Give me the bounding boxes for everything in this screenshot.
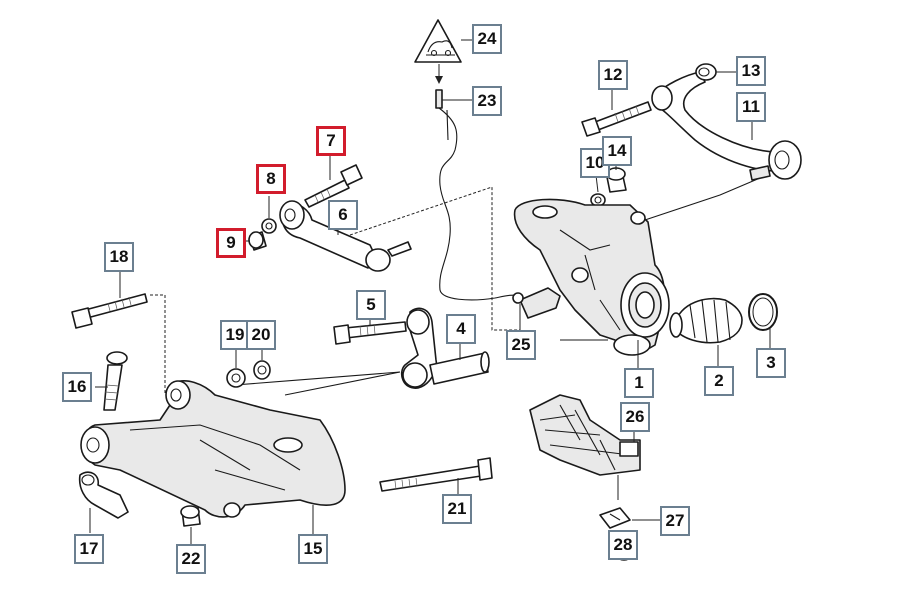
bolt-5 <box>333 321 407 345</box>
warning-car-icon <box>414 19 462 63</box>
washer-8 <box>261 218 277 234</box>
callout-23: 23 <box>472 86 502 116</box>
callout-12: 12 <box>598 60 628 90</box>
callout-21: 21 <box>442 494 472 524</box>
callout-5: 5 <box>356 290 386 320</box>
bolt-12 <box>581 101 652 137</box>
callout-8: 8 <box>256 164 286 194</box>
bolt-16 <box>103 351 128 411</box>
wheel-speed-sensor <box>512 287 561 319</box>
wheel-carrier <box>513 198 670 356</box>
callout-16: 16 <box>62 372 92 402</box>
callout-15: 15 <box>298 534 328 564</box>
callout-27: 27 <box>660 506 690 536</box>
callout-17: 17 <box>74 534 104 564</box>
callout-4: 4 <box>446 314 476 344</box>
callout-28: 28 <box>608 530 638 560</box>
callout-6: 6 <box>328 200 358 230</box>
callout-11: 11 <box>736 92 766 122</box>
clip-27 <box>599 507 631 529</box>
callout-3: 3 <box>756 348 786 378</box>
circlip <box>748 293 778 331</box>
toe-control-arm <box>279 200 412 272</box>
callout-14: 14 <box>602 136 632 166</box>
nut-13 <box>695 63 717 81</box>
callout-20: 20 <box>246 320 276 350</box>
sensor-cable <box>435 89 521 301</box>
upper-control-arm <box>651 71 802 181</box>
callout-2: 2 <box>704 366 734 396</box>
bolt-18 <box>71 293 148 329</box>
stabilizer-link <box>401 307 490 389</box>
cv-joint-boot <box>669 297 743 344</box>
callout-18: 18 <box>104 242 134 272</box>
callout-22: 22 <box>176 544 206 574</box>
washer-19 <box>226 368 246 388</box>
bolt-7 <box>304 164 363 208</box>
callout-13: 13 <box>736 56 766 86</box>
lower-control-arm <box>80 380 346 518</box>
callout-7: 7 <box>316 126 346 156</box>
wiring-harness <box>529 394 641 500</box>
bracket-17 <box>78 471 129 519</box>
nut-14 <box>605 167 627 193</box>
callout-24: 24 <box>472 24 502 54</box>
callout-26: 26 <box>620 402 650 432</box>
callout-25: 25 <box>506 330 536 360</box>
washer-20 <box>253 360 271 380</box>
bolt-21 <box>379 457 493 492</box>
nut-22 <box>180 505 201 527</box>
nut-9 <box>248 231 267 251</box>
callout-9: 9 <box>216 228 246 258</box>
callout-1: 1 <box>624 368 654 398</box>
